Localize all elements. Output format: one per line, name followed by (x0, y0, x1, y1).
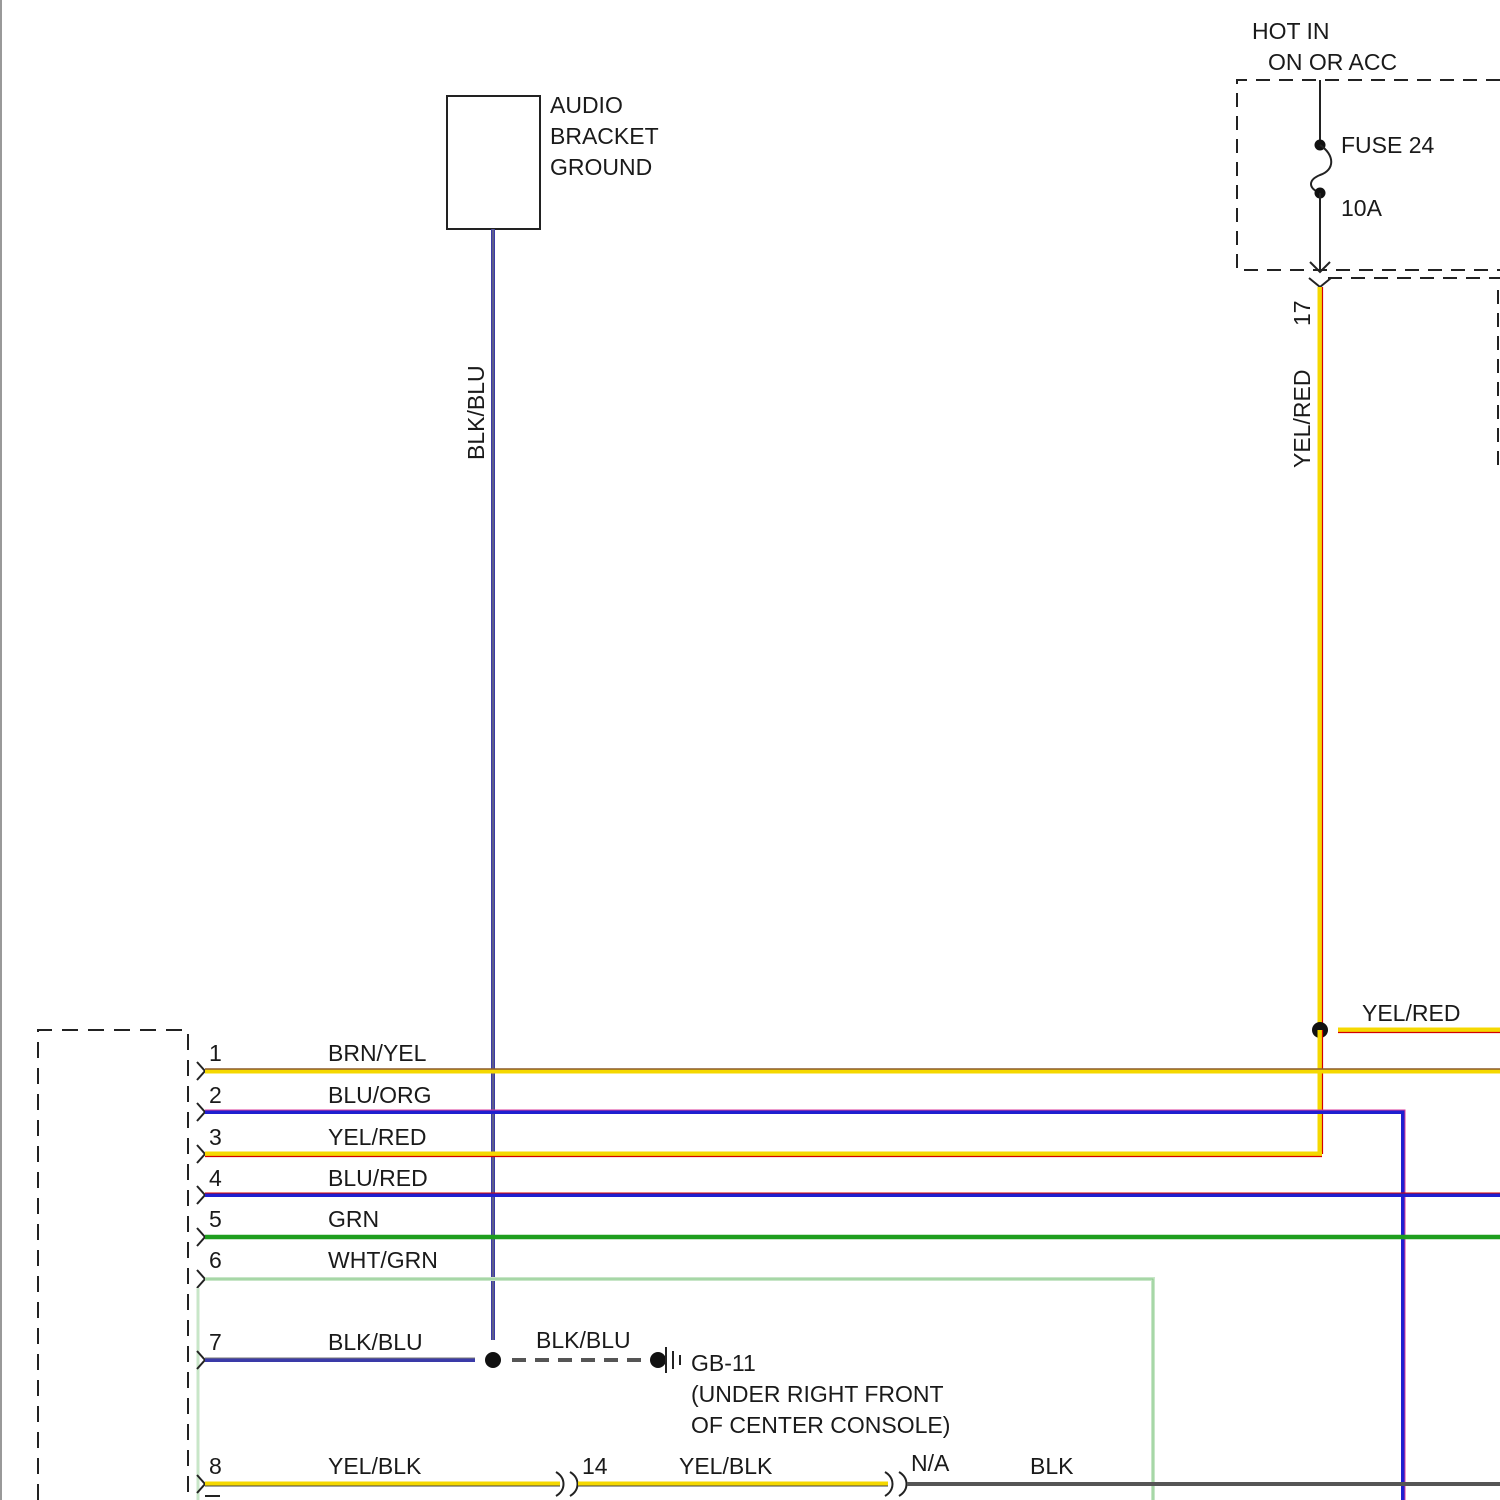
inline-wire-label-1: YEL/BLK (679, 1453, 773, 1479)
ground-location-line-1: (UNDER RIGHT FRONT (691, 1381, 944, 1407)
fuse-output-pin: 17 (1289, 300, 1315, 326)
chassis-ground-icon (666, 1347, 680, 1373)
pin-3-wire-label: YEL/RED (328, 1124, 426, 1150)
component-dashed-outline (38, 1030, 188, 1500)
pin-8-wire-label: YEL/BLK (328, 1453, 422, 1479)
pin-7-number: 7 (209, 1329, 222, 1355)
pin-1-wire-label: BRN/YEL (328, 1040, 427, 1066)
wire-label-yel-red-branch: YEL/RED (1362, 1000, 1460, 1026)
fuse-box-header-line-1: HOT IN (1252, 18, 1330, 44)
ground-terminal-dot (650, 1352, 666, 1368)
pin-4-number: 4 (209, 1165, 222, 1191)
inline-connector-1-pin: 14 (582, 1453, 608, 1479)
pin-1-number: 1 (209, 1040, 222, 1066)
ground-component-label-line-1: AUDIO (550, 92, 623, 118)
fuse-box-outline (1237, 80, 1500, 270)
pin-7-wire-label: BLK/BLU (328, 1329, 423, 1355)
fuse-box-header-line-2: ON OR ACC (1268, 49, 1397, 75)
pin-5-connector-symbol (197, 1228, 205, 1246)
fuse-box-connector-chevron (1309, 278, 1331, 287)
pin-2-number: 2 (209, 1082, 222, 1108)
pin-4-connector-symbol (197, 1186, 205, 1204)
pin-6-connector-symbol (197, 1270, 205, 1288)
audio-bracket-ground-box (447, 96, 540, 229)
pin-2-connector-symbol (197, 1103, 205, 1121)
fuse-24-symbol (1311, 145, 1331, 193)
ground-component-label-line-3: GROUND (550, 154, 652, 180)
pin-6-wire-label: WHT/GRN (328, 1247, 438, 1273)
inline-wire-label-2: BLK (1030, 1453, 1074, 1479)
pin-8-number: 8 (209, 1453, 222, 1479)
wire-label-blk-blu-vertical: BLK/BLU (463, 365, 489, 460)
pin-1-connector-symbol (197, 1062, 205, 1080)
pin-3-connector-symbol (197, 1145, 205, 1163)
pin-4-wire-label: BLU/RED (328, 1165, 428, 1191)
pin-6-number: 6 (209, 1247, 222, 1273)
inline-connector-2-symbol (885, 1472, 907, 1496)
fuse-rating: 10A (1341, 195, 1383, 221)
ground-point-id: GB-11 (691, 1350, 756, 1376)
ground-splice-dot (485, 1352, 501, 1368)
fuse-name: FUSE 24 (1341, 132, 1435, 158)
wire-label-yel-red-vertical: YEL/RED (1289, 370, 1315, 468)
pin-3-number: 3 (209, 1124, 222, 1150)
inline-connector-2-pin: N/A (911, 1450, 950, 1476)
pin-5-number: 5 (209, 1206, 222, 1232)
pin-2-wire-label: BLU/ORG (328, 1082, 432, 1108)
ground-location-line-2: OF CENTER CONSOLE) (691, 1412, 950, 1438)
ground-component-label-line-2: BRACKET (550, 123, 659, 149)
ground-wire-label: BLK/BLU (536, 1327, 631, 1353)
pin-5-wire-label: GRN (328, 1206, 379, 1232)
